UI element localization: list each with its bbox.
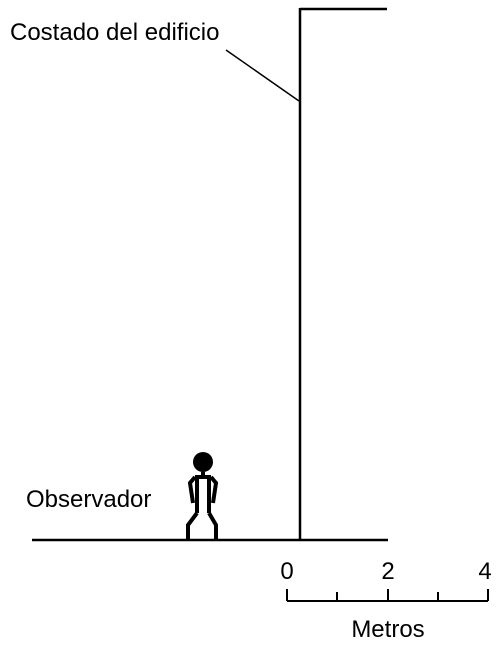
building-side-label: Costado del edificio [10, 19, 219, 46]
scale-tick-label-2: 2 [381, 558, 394, 585]
scale-unit-label: Metros [351, 616, 424, 643]
scale-tick-label-0: 0 [280, 558, 293, 585]
observer-right-leg [207, 511, 218, 540]
observer-head [193, 452, 213, 472]
building-leader-line [225, 49, 300, 102]
observer-label: Observador [26, 486, 151, 513]
observer-left-arm [187, 475, 197, 504]
observer-left-leg [186, 511, 199, 540]
scale-bar [286, 589, 489, 602]
building-side [298, 7, 387, 540]
observer-right-arm [209, 475, 219, 504]
scale-tick-label-4: 4 [478, 558, 491, 585]
observer-icon [186, 452, 219, 540]
